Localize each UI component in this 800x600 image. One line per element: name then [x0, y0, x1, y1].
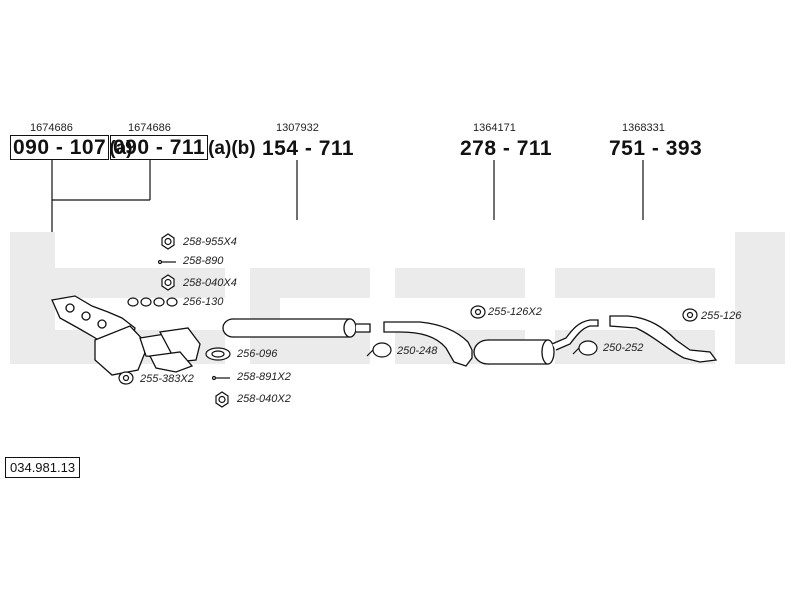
clamp-icon	[572, 340, 598, 356]
part-number-2-suffix: (a)(b)	[208, 138, 256, 159]
part-number-1-value: 090 - 107	[10, 135, 110, 160]
ring-gasket-icon	[205, 347, 231, 361]
part-ref-1: 1674686	[30, 122, 73, 134]
accessory-label: 250-252	[603, 342, 644, 354]
middle-silencer	[222, 318, 371, 338]
part-number-2: 090 - 711(a)(b)	[110, 135, 256, 160]
gasket-icon	[127, 297, 178, 307]
accessory-label: 255-126	[701, 310, 742, 322]
accessory-label: 258-040X2	[237, 393, 291, 405]
diagram-number: 034.981.13	[5, 457, 81, 478]
part-number-2-value: 090 - 711	[110, 135, 209, 160]
part-ref-2: 1674686	[128, 122, 171, 134]
accessory-label: 256-096	[237, 348, 278, 360]
nut-icon	[215, 391, 229, 408]
accessory-label: 258-891X2	[237, 371, 291, 383]
part-number-4: 278 - 711	[460, 137, 553, 160]
accessory-label: 258-890	[183, 255, 224, 267]
rubber-mount-icon	[118, 371, 134, 385]
rubber-mount-icon	[470, 305, 486, 319]
part-number-1: 090 - 107(a)	[10, 135, 133, 160]
leader-lines	[51, 160, 644, 232]
rubber-mount-icon	[682, 308, 698, 322]
accessory-label: 258-040X4	[183, 277, 237, 289]
part-number-3: 154 - 711	[262, 137, 355, 160]
accessory-label: 258-955X4	[183, 236, 237, 248]
accessory-label: 250-248	[397, 345, 438, 357]
tail-pipe	[609, 315, 718, 363]
part-ref-4: 1364171	[473, 122, 516, 134]
manifold-catalyst	[51, 295, 201, 376]
part-ref-3: 1307932	[276, 122, 319, 134]
accessory-label: 256-130	[183, 296, 224, 308]
part-ref-5: 1368331	[622, 122, 665, 134]
bolt-icon	[211, 375, 230, 381]
rear-silencer	[383, 319, 599, 367]
accessory-label: 255-383X2	[140, 373, 194, 385]
clamp-icon	[366, 342, 392, 358]
bolt-icon	[157, 259, 176, 265]
part-number-5: 751 - 393	[609, 137, 703, 160]
nut-icon	[161, 274, 175, 291]
accessory-label: 255-126X2	[488, 306, 542, 318]
nut-icon	[161, 233, 175, 250]
part-number-1-suffix: (a)	[109, 138, 133, 159]
